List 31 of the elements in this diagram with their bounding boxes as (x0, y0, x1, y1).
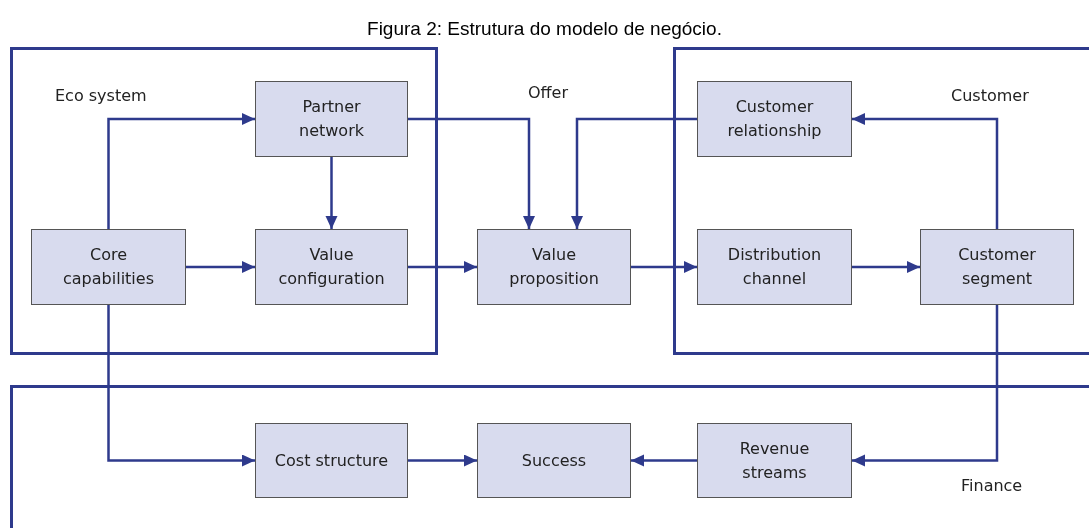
arrow (408, 454, 477, 467)
arrow (631, 454, 697, 467)
process-box: Core capabilities (31, 229, 186, 305)
section-label: Offer (528, 83, 569, 102)
process-box: Revenue streams (697, 423, 852, 498)
group-frame (10, 47, 438, 355)
arrow (852, 113, 999, 229)
process-box: Customer relationship (697, 81, 852, 157)
arrow (408, 261, 477, 273)
process-box: Cost structure (255, 423, 408, 498)
arrow (408, 117, 535, 229)
arrow (571, 117, 697, 229)
arrow (107, 113, 255, 229)
process-box: Success (477, 423, 631, 498)
arrow (186, 261, 255, 273)
process-box: Value proposition (477, 229, 631, 305)
process-box: Partner network (255, 81, 408, 157)
group-label: Customer (951, 86, 1029, 105)
group-label: Eco system (55, 86, 147, 105)
arrow (325, 157, 338, 229)
arrow (631, 261, 697, 273)
arrow (107, 305, 255, 467)
diagram-title: Figura 2: Estrutura do modelo de negócio. (366, 18, 723, 40)
arrow (852, 261, 920, 273)
group-label: Finance (961, 476, 1023, 495)
group-frame (673, 47, 1089, 355)
process-box: Customer segment (920, 229, 1074, 305)
arrow (852, 305, 999, 467)
group-frame (10, 385, 1089, 528)
process-box: Value configuration (255, 229, 408, 305)
process-box: Distribution channel (697, 229, 852, 305)
